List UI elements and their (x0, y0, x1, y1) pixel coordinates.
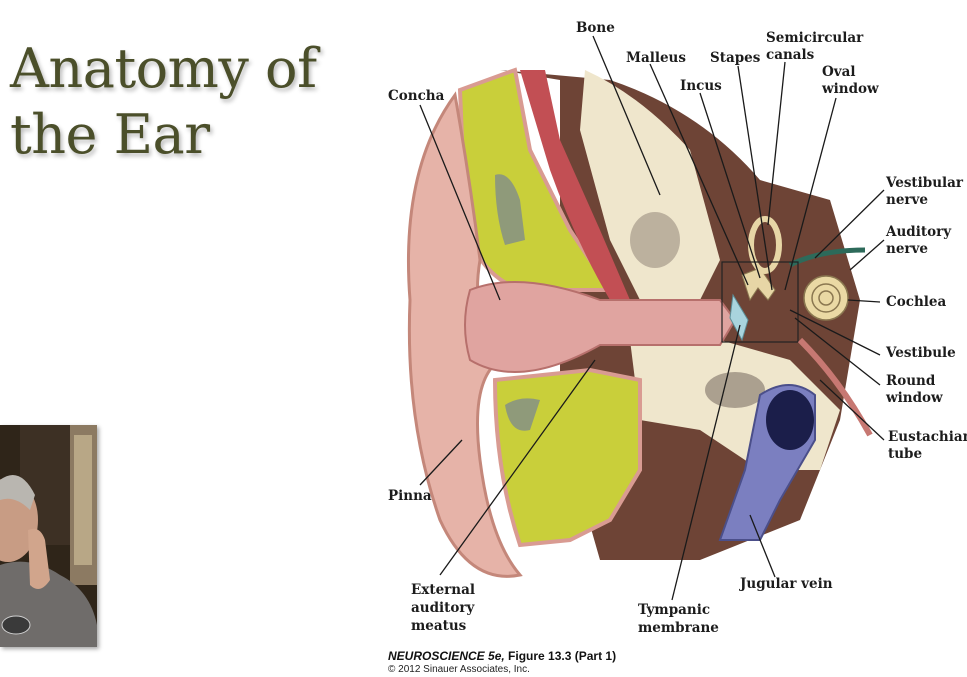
label-external-2: auditory (411, 600, 475, 616)
label-vestibular-1: Vestibular (885, 175, 964, 191)
label-vestibular-2: nerve (886, 192, 928, 208)
jugular-vein-lumen (766, 390, 814, 450)
figure-reference: NEUROSCIENCE 5e, Figure 13.3 (Part 1) (388, 649, 616, 663)
leader-vestibular (814, 189, 885, 259)
label-pinna: Pinna (388, 488, 432, 504)
skin-strip (520, 70, 630, 300)
semicircular-canals-shape (748, 216, 782, 274)
external-auditory-canal (464, 281, 737, 373)
label-cochlea: Cochlea (886, 294, 947, 310)
leader-auditory (849, 239, 885, 271)
leader-semicircular (767, 61, 786, 226)
tympanic-membrane-shape (729, 293, 749, 342)
label-eustachian-2: tube (888, 446, 922, 462)
leader-bone (592, 35, 661, 196)
leader-incus (699, 92, 761, 279)
title-line-1: Anatomy of (10, 37, 317, 100)
label-tympanic-1: Tympanic (638, 602, 710, 618)
label-eustachian-1: Eustachian (888, 429, 967, 445)
cochlea-turn-2 (818, 290, 834, 306)
label-auditory-1: Auditory (885, 224, 952, 240)
leader-vestibule (789, 309, 881, 356)
leader-pinna (419, 439, 463, 486)
label-jugular: Jugular vein (739, 576, 833, 592)
leader-oval (784, 97, 837, 291)
figure-caption: NEUROSCIENCE 5e, Figure 13.3 (Part 1) © … (388, 649, 616, 677)
leader-tympanic (671, 324, 741, 601)
upper-cartilage-cavity (495, 174, 525, 245)
slide-title: Anatomy of the Ear (10, 36, 370, 168)
leader-round (794, 317, 881, 386)
leader-cochlea (847, 299, 881, 303)
presenter-video-frame (0, 425, 97, 647)
leader-external (439, 359, 596, 576)
bone-marrow-1 (630, 212, 680, 268)
label-malleus: Malleus (626, 50, 686, 66)
leader-jugular (749, 514, 776, 578)
label-round-2: window (885, 390, 943, 406)
presenter-webcam (0, 425, 97, 647)
label-oval-2: window (821, 81, 879, 97)
cochlea-turn-1 (811, 283, 841, 313)
label-stapes: Stapes (710, 50, 761, 66)
leader-malleus (649, 63, 749, 286)
lower-cartilage-cavity (505, 398, 540, 431)
leader-stapes (737, 65, 773, 291)
copyright-notice: © 2012 Sinauer Associates, Inc. (388, 664, 530, 675)
label-external-3: meatus (411, 618, 467, 634)
book-title: NEUROSCIENCE 5e, (388, 649, 505, 663)
label-tympanic-2: membrane (638, 620, 719, 636)
label-semicircular-1: Semicircular (766, 30, 864, 46)
leader-concha (419, 104, 501, 301)
pinna-shape (406, 91, 523, 578)
cochlea-shape (803, 275, 849, 321)
label-round-1: Round (886, 373, 936, 389)
label-auditory-2: nerve (886, 241, 928, 257)
eustachian-tube-shape (797, 337, 873, 437)
leader-eustachian (819, 379, 885, 441)
temporal-bone (580, 70, 720, 300)
figure-number: Figure 13.3 (Part 1) (504, 649, 617, 663)
ear-anatomy-diagram: Bone Malleus Stapes Semicircular canals … (388, 20, 967, 636)
label-oval-1: Oval (822, 64, 855, 80)
bone-marrow-2 (705, 372, 765, 408)
label-semicircular-2: canals (766, 47, 815, 63)
label-bone: Bone (576, 20, 615, 36)
label-incus: Incus (680, 78, 722, 94)
label-concha: Concha (388, 88, 445, 104)
label-vestibule: Vestibule (885, 345, 956, 361)
middle-ear-zoom-box (721, 261, 799, 343)
label-external-1: External (411, 582, 475, 598)
leader-lines (419, 35, 885, 601)
title-line-2: the Ear (10, 103, 210, 166)
